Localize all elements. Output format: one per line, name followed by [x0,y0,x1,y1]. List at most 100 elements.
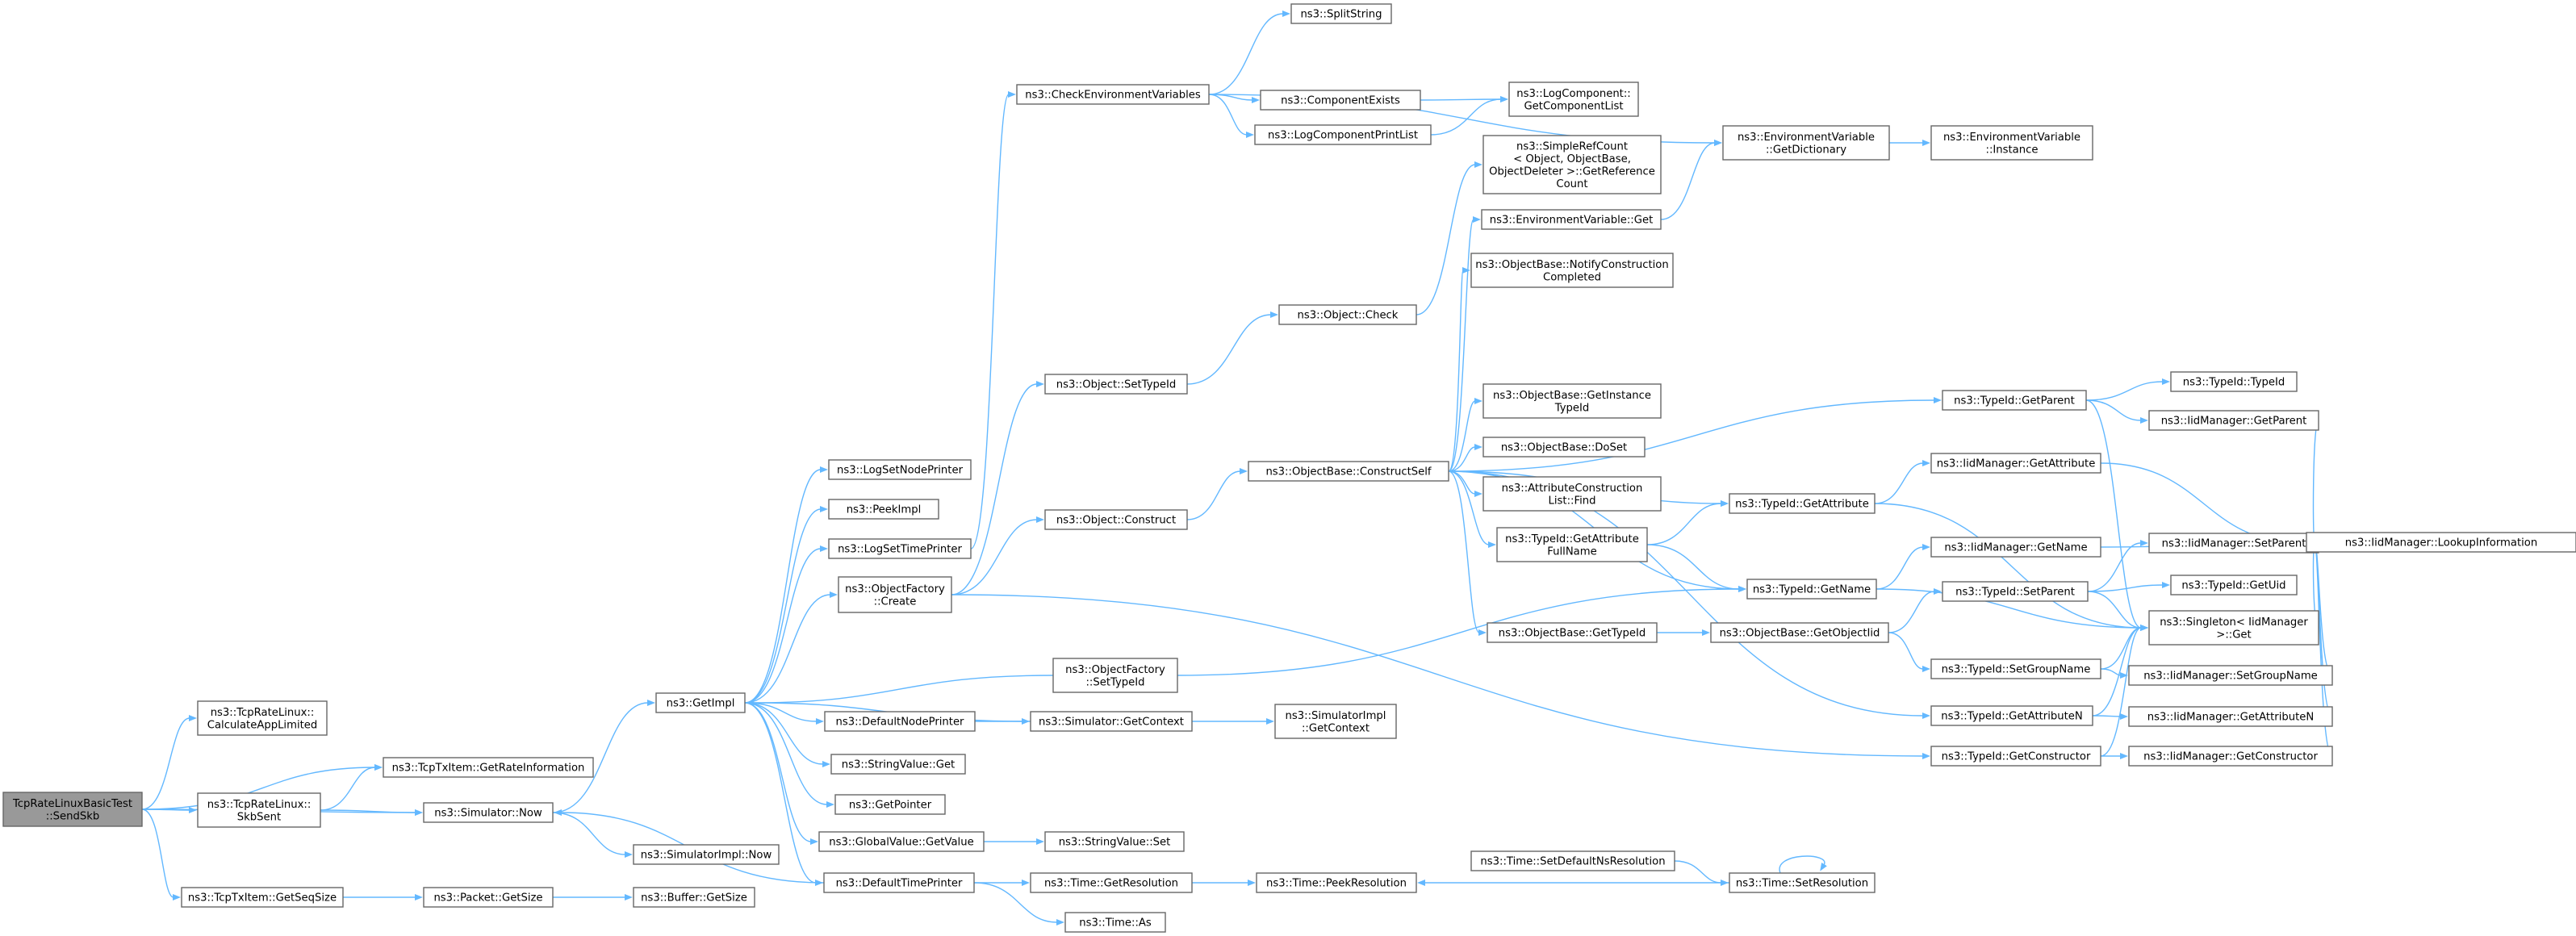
node-time-set-resolution[interactable]: ns3::Time::SetResolution [1729,872,1876,893]
node-type-id-get-parent[interactable]: ns3::TypeId::GetParent [1942,390,2087,411]
node-type-id-get-constructor[interactable]: ns3::TypeId::GetConstructor [1930,746,2101,767]
node-get-pointer[interactable]: ns3::GetPointer [834,794,946,815]
edge-construct-self-to-env-var-get [1448,216,1481,472]
node-iid-get-attribute-n[interactable]: ns3::IidManager::GetAttributeN [2128,706,2333,727]
node-type-id-get-attribute[interactable]: ns3::TypeId::GetAttribute [1729,493,1876,514]
node-iid-set-group-name[interactable]: ns3::IidManager::SetGroupName [2128,665,2333,686]
node-skb-sent[interactable]: ns3::TcpRateLinux::SkbSent [197,792,321,828]
edge-construct-self-to-do-set [1448,444,1482,472]
node-log-comp-get-list[interactable]: ns3::LogComponent::GetComponentList [1508,81,1639,117]
edge-sim-now-to-sim-impl-now [552,812,633,858]
edge-construct-self-to-notify-construction-completed [1448,267,1470,472]
node-get-object-iid[interactable]: ns3::ObjectBase::GetObjectIid [1710,622,1889,643]
edge-obj-factory-set-type-id-to-type-id-get-name [1177,586,1746,676]
node-box [1274,704,1397,739]
edge-line [2085,378,2170,401]
edge-line [552,700,655,813]
node-iid-get-name[interactable]: ns3::IidManager::GetName [1930,537,2101,558]
node-label: Count [1556,178,1587,190]
node-label: ns3::EnvironmentVariable [1738,132,1875,144]
edge-get-impl-to-global-value-get-value [744,702,818,845]
node-log-component-print-list[interactable]: ns3::LogComponentPrintList [1254,124,1432,145]
edge-line [2087,540,2148,592]
node-obj-construct[interactable]: ns3::Object::Construct [1044,509,1188,530]
edge-line [1448,267,1470,472]
node-type-id-get-name[interactable]: ns3::TypeId::GetName [1746,579,1877,600]
node-packet-get-size[interactable]: ns3::Packet::GetSize [423,887,554,908]
node-box [2,792,143,827]
node-check-env-vars[interactable]: ns3::CheckEnvironmentVariables [1016,84,1210,105]
node-obj-factory-set-type-id[interactable]: ns3::ObjectFactory::SetTypeId [1052,658,1178,693]
node-iid-lookup-information[interactable]: ns3::IidManager::LookupInformation [2306,532,2576,553]
node-env-var-get[interactable]: ns3::EnvironmentVariable::Get [1481,209,1662,230]
node-notify-construction-completed[interactable]: ns3::ObjectBase::NotifyConstructionCompl… [1470,253,1674,288]
node-string-value-set[interactable]: ns3::StringValue::Set [1044,831,1185,852]
node-string-value-get[interactable]: ns3::StringValue::Get [830,754,966,775]
node-iid-get-parent[interactable]: ns3::IidManager::GetParent [2148,410,2319,431]
node-obj-factory-create[interactable]: ns3::ObjectFactory::Create [838,576,952,613]
node-box [828,538,972,559]
node-env-var-instance[interactable]: ns3::EnvironmentVariable::Instance [1930,125,2093,161]
node-iid-set-parent[interactable]: ns3::IidManager::SetParent [2148,533,2319,554]
node-global-value-get-value[interactable]: ns3::GlobalValue::GetValue [818,831,985,852]
node-sim-get-context[interactable]: ns3::Simulator::GetContext [1030,711,1193,732]
node-iid-get-attribute[interactable]: ns3::IidManager::GetAttribute [1930,453,2101,474]
edge-construct-self-to-type-id-get-parent [1448,397,1942,472]
node-label: ns3::TcpTxItem::GetSeqSize [188,892,337,905]
node-label: ns3::Time::As [1079,917,1152,930]
node-log-set-node-printer[interactable]: ns3::LogSetNodePrinter [828,459,972,480]
node-sim-impl-get-context[interactable]: ns3::SimulatorImpl::GetContext [1274,704,1397,739]
node-iid-get-constructor[interactable]: ns3::IidManager::GetConstructor [2128,746,2333,767]
node-label: ns3::Object::Check [1298,310,1399,322]
node-peek-impl[interactable]: ns3::PeekImpl [828,499,939,520]
edge-line [1448,444,1482,472]
node-buffer-get-size[interactable]: ns3::Buffer::GetSize [633,887,755,908]
node-time-peek-resolution[interactable]: ns3::Time::PeekResolution [1256,872,1417,893]
edge-line [1186,468,1248,520]
node-obj-base-get-type-id[interactable]: ns3::ObjectBase::GetTypeId [1487,622,1658,643]
edge-get-object-iid-to-type-id-set-parent [1888,588,1942,633]
edge-line [1660,140,1722,220]
node-get-seq-size[interactable]: ns3::TcpTxItem::GetSeqSize [181,887,344,908]
node-sim-now[interactable]: ns3::Simulator::Now [423,802,554,823]
node-construct-self[interactable]: ns3::ObjectBase::ConstructSelf [1248,461,1449,482]
edge-line [744,702,830,767]
node-log-set-time-printer[interactable]: ns3::LogSetTimePrinter [828,538,972,559]
node-type-id-get-uid[interactable]: ns3::TypeId::GetUid [2170,575,2298,595]
node-time-as[interactable]: ns3::Time::As [1064,912,1166,933]
node-env-var-get-dictionary[interactable]: ns3::EnvironmentVariable::GetDictionary [1722,125,1890,161]
node-time-get-resolution[interactable]: ns3::Time::GetResolution [1030,872,1193,893]
edge-line [951,516,1044,595]
node-get-rate-info[interactable]: ns3::TcpTxItem::GetRateInformation [383,757,594,778]
node-obj-set-type-id[interactable]: ns3::Object::SetTypeId [1044,374,1188,395]
node-sim-impl-now[interactable]: ns3::SimulatorImpl::Now [633,844,780,865]
node-type-id-set-parent[interactable]: ns3::TypeId::SetParent [1942,581,2089,602]
node-default-time-printer[interactable]: ns3::DefaultTimePrinter [823,872,975,893]
node-singleton-get[interactable]: ns3::Singleton< IidManager >::Get [2148,610,2319,646]
node-time-set-default-ns[interactable]: ns3::Time::SetDefaultNsResolution [1470,850,1675,871]
node-label: ns3::SimpleRefCount [1516,140,1628,153]
node-label: ns3::ObjectBase::NotifyConstruction [1475,259,1668,271]
node-get-impl[interactable]: ns3::GetImpl [655,692,746,713]
node-type-id-type-id[interactable]: ns3::TypeId::TypeId [2170,371,2298,392]
edge-line [320,809,423,816]
node-label: ::SetTypeId [1085,676,1144,688]
node-box [1044,831,1185,852]
node-box [1482,476,1662,512]
edge-line [552,812,633,858]
node-box [1482,383,1662,419]
node-label: < Object, ObjectBase, [1513,153,1631,165]
node-type-id-get-attribute-n[interactable]: ns3::TypeId::GetAttributeN [1930,705,2093,726]
node-default-node-printer[interactable]: ns3::DefaultNodePrinter [824,711,976,732]
node-component-exists[interactable]: ns3::ComponentExists [1260,90,1421,111]
node-split-string[interactable]: ns3::SplitString [1290,3,1392,24]
node-calc-app-limited[interactable]: ns3::TcpRateLinux::CalculateAppLimited [197,700,328,736]
node-box [1290,3,1392,24]
node-simple-ref-count[interactable]: ns3::SimpleRefCount< Object, ObjectBase,… [1482,135,1662,194]
node-do-set[interactable]: ns3::ObjectBase::DoSet [1482,437,1646,458]
node-type-id-set-group-name[interactable]: ns3::TypeId::SetGroupName [1930,658,2101,679]
node-obj-check[interactable]: ns3::Object::Check [1278,304,1417,325]
